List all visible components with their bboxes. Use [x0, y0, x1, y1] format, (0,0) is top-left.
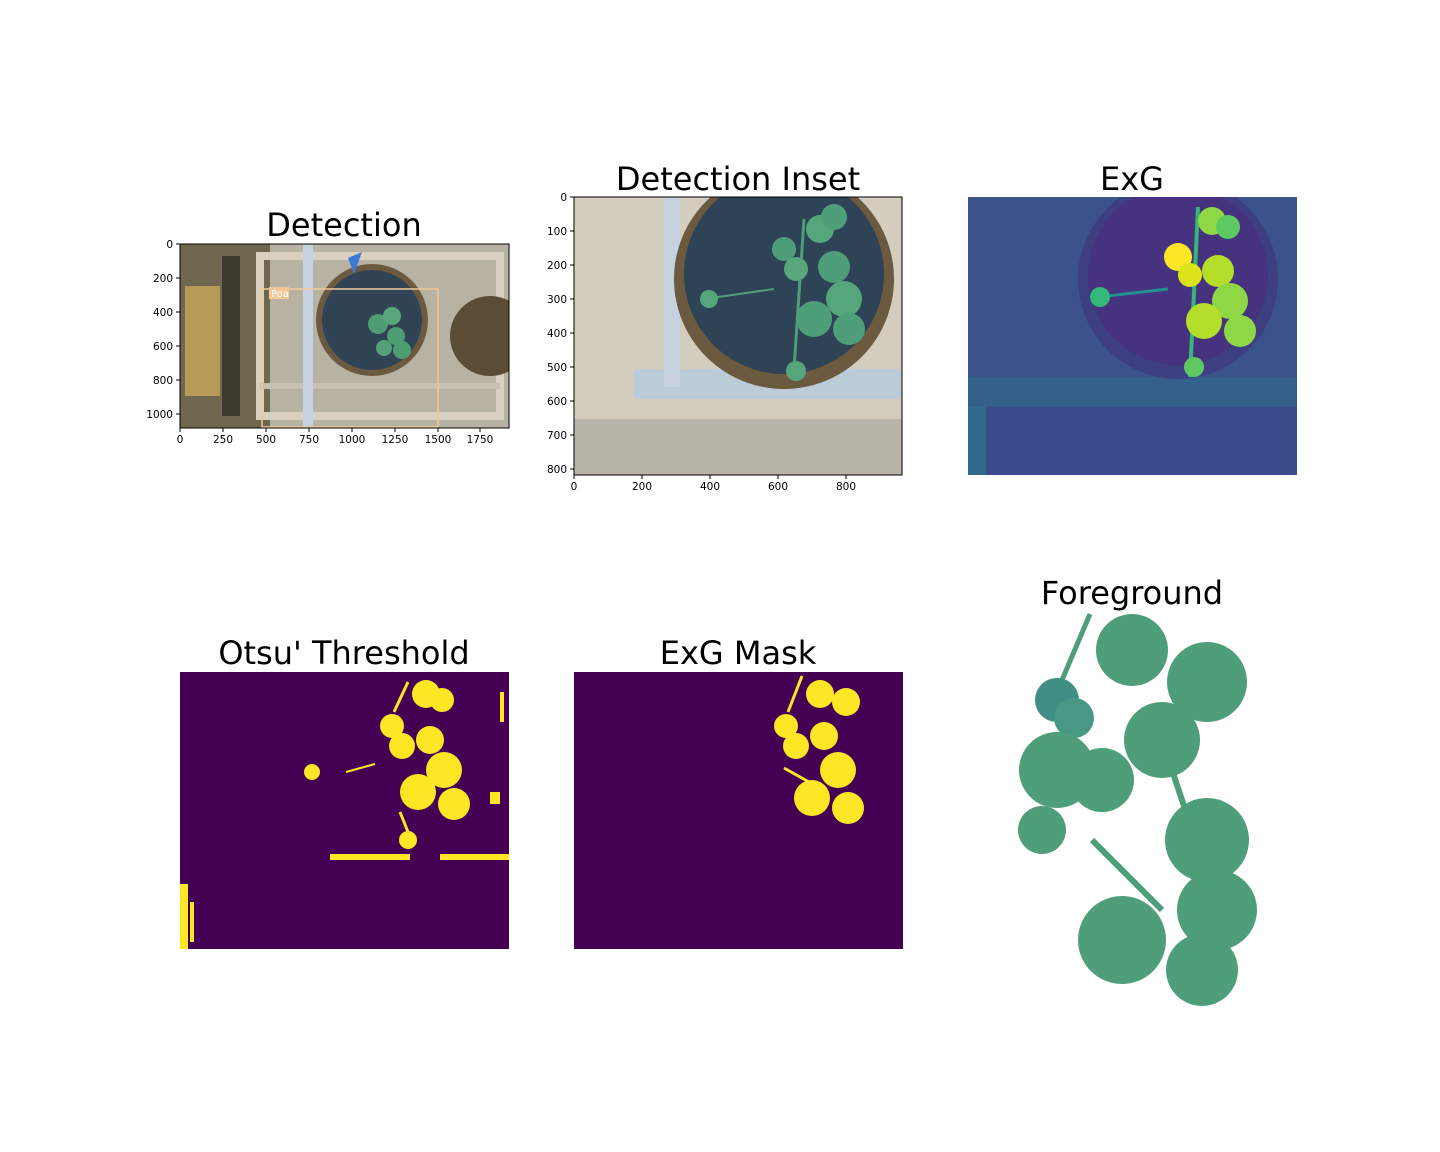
- inset-xtick: 400: [700, 481, 720, 493]
- detection-xtick: 1000: [339, 434, 366, 446]
- detection-title: Detection: [266, 206, 422, 244]
- inset-ytick: 300: [547, 294, 567, 306]
- inset-xtick: 800: [836, 481, 856, 493]
- detection-ytick: 1000: [146, 409, 173, 421]
- inset-xtick: 0: [571, 481, 578, 493]
- detection-axes: Poa 0 200 400 600 800 1000 0 250 500 750…: [146, 239, 510, 446]
- inset-xtick: 200: [632, 481, 652, 493]
- inset-xtick: 600: [768, 481, 788, 493]
- exg-mask-title: ExG Mask: [659, 634, 817, 672]
- inset-ytick: 600: [547, 396, 567, 408]
- detection-xtick: 1250: [382, 434, 409, 446]
- foreground-image: [1018, 613, 1257, 1006]
- detection-xtick: 500: [256, 434, 276, 446]
- exg-title: ExG: [1100, 160, 1164, 198]
- inset-axes: 0 100 200 300 400 500 600 700 800 0 200 …: [547, 192, 903, 493]
- inset-ytick: 0: [560, 192, 567, 204]
- detection-ytick: 200: [153, 273, 173, 285]
- otsu-image: [180, 672, 509, 949]
- detection-xtick: 1750: [467, 434, 494, 446]
- detection-ytick: 0: [166, 239, 173, 251]
- inset-ytick: 400: [547, 328, 567, 340]
- exg-image: [968, 197, 1297, 475]
- inset-ytick: 800: [547, 464, 567, 476]
- exg-mask-image: [574, 672, 903, 949]
- detection-ytick: 800: [153, 375, 173, 387]
- inset-ytick: 500: [547, 362, 567, 374]
- inset-ytick: 200: [547, 260, 567, 272]
- inset-title: Detection Inset: [615, 160, 861, 198]
- inset-ytick: 700: [547, 430, 567, 442]
- otsu-title: Otsu' Threshold: [218, 634, 470, 672]
- inset-ytick: 100: [547, 226, 567, 238]
- foreground-title: Foreground: [1040, 574, 1224, 612]
- detection-ytick: 600: [153, 341, 173, 353]
- detection-xtick: 750: [299, 434, 319, 446]
- detection-xtick: 250: [213, 434, 233, 446]
- detection-xtick: 0: [177, 434, 184, 446]
- detection-box-label: Poa: [271, 289, 289, 300]
- detection-ytick: 400: [153, 307, 173, 319]
- detection-xtick: 1500: [425, 434, 452, 446]
